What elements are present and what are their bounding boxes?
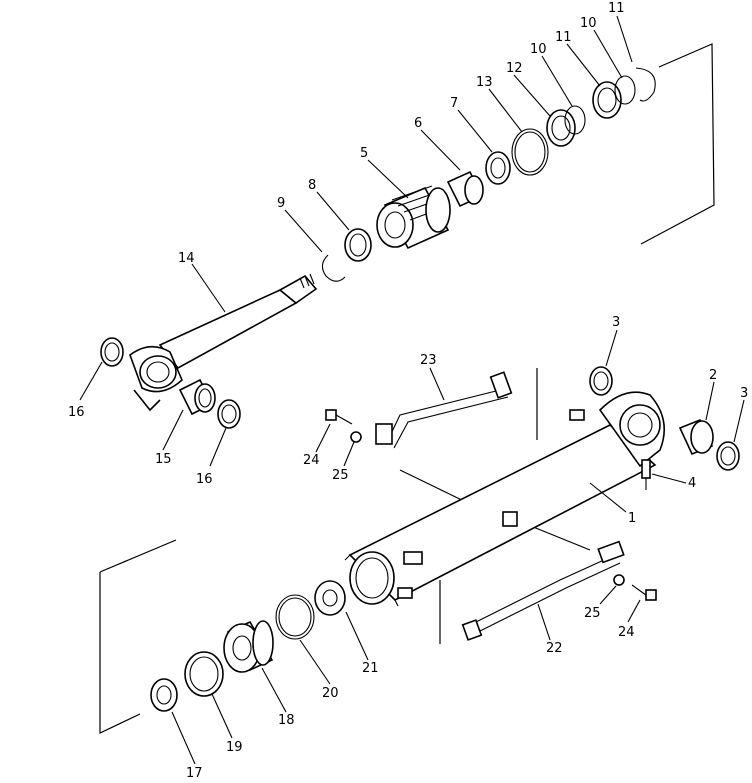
ring-10-b bbox=[592, 81, 622, 119]
ring-8 bbox=[344, 228, 372, 262]
label-7: 7 bbox=[450, 96, 458, 111]
label-3-top: 3 bbox=[612, 315, 620, 330]
label-14: 14 bbox=[178, 251, 195, 266]
label-19: 19 bbox=[226, 740, 243, 755]
label-25-top: 25 bbox=[332, 468, 349, 483]
label-20: 20 bbox=[322, 686, 339, 701]
ring-11-b bbox=[614, 75, 636, 105]
leader-lines bbox=[79, 15, 745, 765]
cylinder-tube-1 bbox=[344, 391, 666, 607]
grease-fitting-4 bbox=[641, 459, 651, 490]
label-24-top: 24 bbox=[303, 453, 320, 468]
label-18: 18 bbox=[278, 713, 295, 728]
bearing-7 bbox=[485, 151, 511, 185]
label-3-right: 3 bbox=[740, 386, 748, 401]
label-10-mid: 10 bbox=[530, 42, 547, 57]
washer-25-bottom bbox=[613, 574, 625, 586]
bolt-24-top bbox=[325, 409, 353, 425]
washer-25-top bbox=[350, 431, 362, 443]
label-8: 8 bbox=[308, 178, 316, 193]
bolt-24-bottom bbox=[631, 584, 657, 601]
label-5: 5 bbox=[360, 146, 368, 161]
label-11-top: 11 bbox=[608, 1, 625, 16]
head-18 bbox=[223, 620, 274, 673]
tube-23 bbox=[375, 371, 513, 449]
ring-10-a bbox=[546, 109, 576, 147]
seal-19 bbox=[184, 651, 224, 697]
label-11-mid: 11 bbox=[555, 30, 572, 45]
nut-21 bbox=[314, 580, 346, 616]
label-13: 13 bbox=[476, 75, 493, 90]
part-labels: 11 10 11 10 12 13 7 6 5 8 9 14 16 15 16 … bbox=[68, 1, 748, 781]
bushing-15 bbox=[178, 378, 216, 416]
o-ring-13 bbox=[511, 128, 549, 176]
ring-11-a bbox=[564, 105, 586, 135]
spacer-6 bbox=[446, 170, 484, 208]
bushing-17 bbox=[150, 678, 178, 712]
label-15: 15 bbox=[155, 452, 172, 467]
label-21: 21 bbox=[362, 661, 379, 676]
label-10-top: 10 bbox=[580, 16, 597, 31]
o-ring-20 bbox=[275, 594, 315, 640]
label-17: 17 bbox=[186, 766, 203, 781]
label-23: 23 bbox=[420, 353, 437, 368]
tube-22 bbox=[461, 540, 625, 641]
label-22: 22 bbox=[546, 641, 563, 656]
dust-seal-16-right bbox=[217, 399, 241, 429]
piston-5 bbox=[376, 185, 451, 250]
label-4: 4 bbox=[688, 476, 696, 491]
label-6: 6 bbox=[414, 116, 422, 131]
bushing-2 bbox=[678, 418, 714, 456]
label-25-bottom: 25 bbox=[584, 606, 601, 621]
label-9: 9 bbox=[277, 196, 285, 211]
label-2: 2 bbox=[709, 368, 717, 383]
label-1: 1 bbox=[628, 511, 636, 526]
snap-ring-11-c bbox=[635, 67, 656, 102]
dust-seal-3-top bbox=[589, 366, 613, 396]
label-16-right: 16 bbox=[196, 472, 213, 487]
snap-ring-9 bbox=[321, 254, 346, 282]
label-16-left: 16 bbox=[68, 405, 85, 420]
label-24-bottom: 24 bbox=[618, 625, 635, 640]
dust-seal-3-right bbox=[716, 441, 740, 471]
dust-seal-16-left bbox=[100, 337, 124, 367]
piston-rod-14 bbox=[129, 273, 318, 412]
label-12: 12 bbox=[506, 61, 523, 76]
